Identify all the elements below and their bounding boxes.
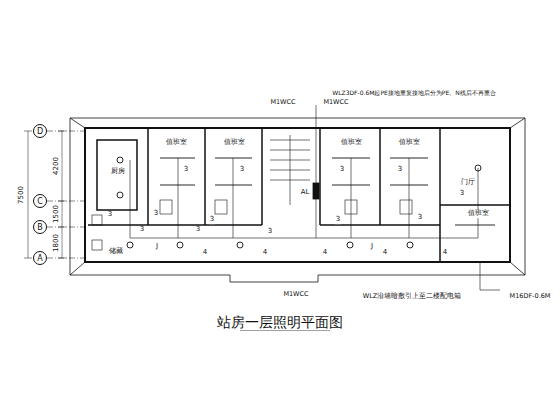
circuit-number: 3 (209, 216, 215, 224)
dimension: 1500 (53, 204, 61, 224)
axis-letter: B (37, 223, 43, 232)
circuit-number: 4 (262, 249, 268, 257)
note: M16DF-0.6M (509, 293, 552, 300)
room-name: 值班室 (165, 139, 188, 147)
room-name: 厨房 (110, 168, 126, 176)
circuit-number: 3 (459, 190, 465, 198)
room-name: 门厅 (460, 179, 476, 187)
dimension: 1800 (53, 233, 61, 253)
room-name: 值班室 (223, 139, 246, 147)
circuit-number: 4 (382, 249, 388, 257)
axis-letter: A (37, 254, 42, 263)
circuit-number: 3 (397, 166, 403, 174)
axis-bubble: D (33, 124, 47, 138)
dimension: 7500 (18, 185, 26, 205)
room-name: 储藏 (108, 248, 124, 256)
circuit-number: 4 (322, 249, 328, 257)
dimension-lines (24, 131, 66, 258)
circuit-number: 3 (107, 211, 113, 219)
circuit-number: 3 (267, 228, 273, 236)
note: WLZ3DF-0.6M起PE接地重复接地后分为PE、N线后不再重合 (331, 90, 496, 97)
title-text: 站房一层照明平面图 (217, 314, 343, 330)
door-code: M1WCC (269, 99, 296, 106)
circuit-number: 3 (139, 226, 145, 234)
outer-wall (85, 128, 510, 262)
junction-mark: J (370, 243, 374, 251)
door-code: M1WCC (322, 99, 349, 106)
circuit-number: 4 (442, 249, 448, 257)
axis-bubble: A (33, 251, 47, 265)
wiring (130, 105, 500, 290)
circuit-number: 3 (239, 166, 245, 174)
circuit-number: 4 (202, 249, 208, 257)
circuit-number: 3 (195, 226, 201, 234)
roof-outline (70, 118, 525, 282)
axes (47, 131, 85, 258)
axis-letter: C (37, 197, 43, 206)
stairs (270, 135, 310, 205)
axis-bubble: C (33, 194, 47, 208)
circuit-number: 3 (335, 216, 341, 224)
room-name: 值班室 (340, 139, 363, 147)
circuit-number: 3 (417, 214, 423, 222)
circuit-number: 3 (153, 210, 159, 218)
circuit-number: 3 (183, 166, 189, 174)
room-name: 值班室 (467, 210, 490, 218)
panel-name: AL (300, 189, 311, 197)
note: WLZ沿墙暗敷引上至二楼配电箱 (362, 293, 463, 300)
axis-bubble: B (33, 220, 47, 234)
junction-mark: J (155, 243, 159, 251)
room-name: 值班室 (398, 139, 421, 147)
lamps (117, 157, 495, 248)
circuit-number: 3 (339, 166, 345, 174)
axis-letter: D (37, 127, 43, 136)
title: 站房一层照明平面图 (0, 314, 560, 332)
dimension: 4200 (53, 156, 61, 176)
door-code: M1WCC (282, 291, 309, 298)
